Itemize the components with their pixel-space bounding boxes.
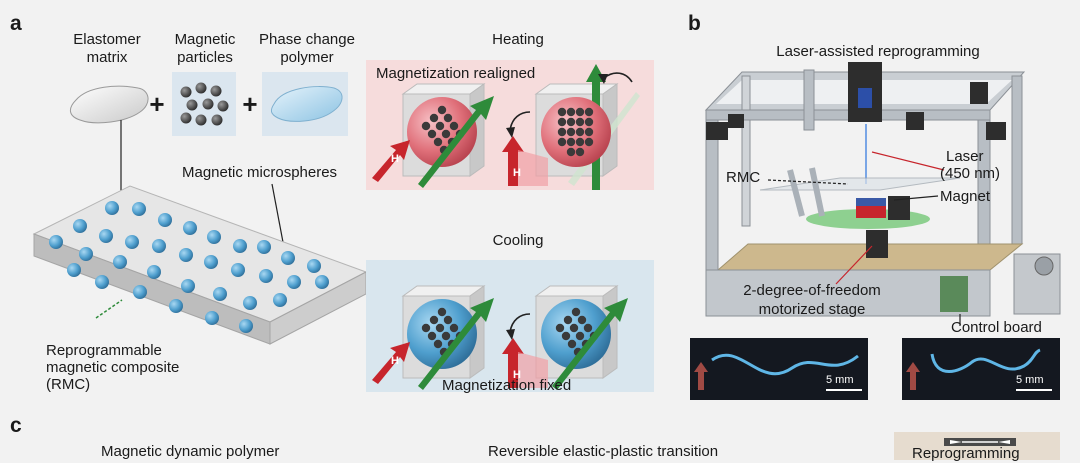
field-h-2: H	[513, 167, 521, 179]
field-h-1: H	[391, 153, 399, 165]
slab-spheres	[49, 201, 329, 333]
field-h-3: H	[391, 355, 399, 367]
rmc-label-3: (RMC)	[46, 376, 91, 393]
magnet-label: Magnet	[940, 188, 991, 205]
field-h-4: H	[513, 369, 521, 381]
particle-dots	[180, 82, 229, 126]
particles-label-1: Magnetic	[174, 31, 236, 48]
fixed-label: Magnetization fixed	[442, 377, 572, 394]
cooling-title: Cooling	[492, 232, 544, 249]
stage-label-1: 2-degree-of-freedom	[743, 282, 881, 299]
pcp-label-1: Phase change	[259, 31, 355, 48]
control-board-label: Control board	[951, 319, 1042, 336]
plus-sign-1: +	[149, 89, 165, 119]
printer-title: Laser-assisted reprogramming	[776, 43, 980, 60]
elastomer-label-1: Elastomer	[73, 31, 141, 48]
c-label-3: Reprogramming	[912, 445, 1020, 462]
heat-h-arrow-1	[372, 140, 410, 182]
scale-bar-2: 5 mm	[1016, 374, 1044, 386]
heating-title: Heating	[492, 31, 544, 48]
elastomer-blob	[70, 85, 149, 124]
c-label-2: Reversible elastic-plastic transition	[488, 443, 719, 460]
laser-label-1: Laser	[946, 148, 984, 165]
scale-bar-1: 5 mm	[826, 374, 854, 386]
panel-a-label: a	[10, 12, 22, 35]
laser-label-2: (450 nm)	[940, 165, 1001, 182]
callout-lines	[767, 151, 961, 326]
rmc-label-1: Reprogrammable	[46, 342, 162, 359]
pcp-blob	[270, 86, 343, 122]
c-label-1: Magnetic dynamic polymer	[101, 443, 280, 460]
particles-label-2: particles	[177, 49, 233, 66]
elastomer-label-2: matrix	[86, 49, 128, 66]
rmc-label-2: magnetic composite	[46, 359, 180, 376]
realigned-label: Magnetization realigned	[376, 65, 536, 82]
motors	[706, 62, 1006, 140]
rmc-printer-label: RMC	[726, 169, 761, 186]
panel-c-label: c	[10, 414, 22, 437]
microspheres-label: Magnetic microspheres	[182, 164, 338, 181]
pcp-label-2: polymer	[280, 49, 334, 66]
panel-b-label: b	[688, 12, 701, 35]
stage-label-2: motorized stage	[758, 301, 866, 318]
plus-sign-2: +	[242, 89, 258, 119]
